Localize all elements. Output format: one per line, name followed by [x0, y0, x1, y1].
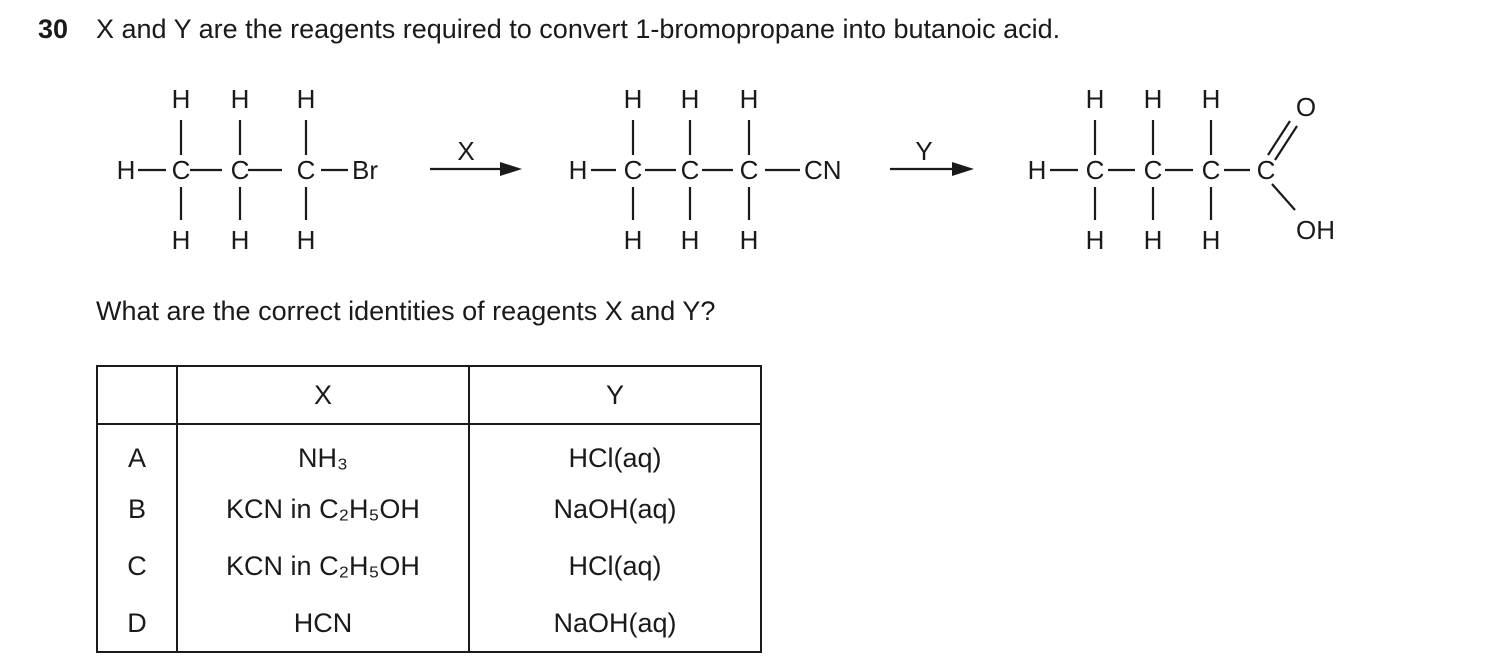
molecule-2-butanenitrile: H H H H C C C CN H H H — [569, 84, 842, 255]
header-y: Y — [468, 365, 762, 425]
atom-h: H — [1144, 84, 1163, 114]
atom-h: H — [117, 155, 136, 185]
option-row-b[interactable]: B KCN in C₂H₅OH NaOH(aq) — [96, 481, 762, 538]
group-br: Br — [352, 155, 378, 185]
arrow-x-label: X — [457, 136, 474, 166]
atom-c: C — [681, 155, 700, 185]
option-reagent-y: HCl(aq) — [468, 424, 762, 481]
arrow-x-head — [500, 162, 522, 176]
arrow-y-head — [952, 162, 974, 176]
atom-h: H — [624, 225, 643, 255]
atom-h: H — [740, 225, 759, 255]
question-stem: X and Y are the reagents required to con… — [96, 14, 1061, 44]
option-row-d[interactable]: D HCN NaOH(aq) — [96, 595, 762, 653]
atom-h: H — [681, 84, 700, 114]
option-letter: A — [96, 424, 178, 481]
atom-h: H — [231, 225, 250, 255]
atom-o: O — [1296, 92, 1316, 122]
atom-c: C — [624, 155, 643, 185]
atom-h: H — [1202, 84, 1221, 114]
group-oh: OH — [1296, 215, 1335, 245]
option-reagent-x: HCN — [176, 595, 470, 653]
atom-h: H — [740, 84, 759, 114]
atom-h: H — [172, 225, 191, 255]
atom-h: H — [297, 225, 316, 255]
option-reagent-x: NH₃ — [176, 424, 470, 481]
atom-c: C — [172, 155, 191, 185]
option-letter: D — [96, 595, 178, 653]
atom-h: H — [1028, 155, 1047, 185]
atom-c: C — [1086, 155, 1105, 185]
atom-c: C — [1144, 155, 1163, 185]
atom-c: C — [1202, 155, 1221, 185]
atom-h: H — [1144, 225, 1163, 255]
atom-c: C — [740, 155, 759, 185]
atom-c: C — [297, 155, 316, 185]
atom-h: H — [297, 84, 316, 114]
option-reagent-x: KCN in C₂H₅OH — [176, 481, 470, 538]
atom-h: H — [172, 84, 191, 114]
table-header-row: X Y — [96, 365, 762, 425]
option-row-c[interactable]: C KCN in C₂H₅OH HCl(aq) — [96, 538, 762, 595]
group-cn: CN — [804, 155, 842, 185]
atom-h: H — [681, 225, 700, 255]
arrow-y-label: Y — [915, 136, 932, 166]
atom-h: H — [624, 84, 643, 114]
atom-h: H — [569, 155, 588, 185]
option-letter: C — [96, 538, 178, 595]
atom-h: H — [1086, 225, 1105, 255]
question-number: 30 — [38, 14, 69, 44]
reaction-scheme: H H H H C C C Br H H H X H H H H C C C C… — [117, 84, 1335, 255]
question-prompt: What are the correct identities of reage… — [96, 296, 716, 326]
atom-h: H — [1202, 225, 1221, 255]
atom-c: C — [1257, 155, 1276, 185]
answer-options-table: X Y A NH₃ HCl(aq) B KCN in C₂H₅OH NaOH(a… — [96, 365, 762, 653]
option-reagent-y: NaOH(aq) — [468, 595, 762, 653]
option-row-a[interactable]: A NH₃ HCl(aq) — [96, 424, 762, 481]
atom-h: H — [231, 84, 250, 114]
header-x: X — [176, 365, 470, 425]
atom-c: C — [231, 155, 250, 185]
option-reagent-y: NaOH(aq) — [468, 481, 762, 538]
molecule-1-bromopropane: H H H H C C C Br H H H — [117, 84, 379, 255]
option-reagent-x: KCN in C₂H₅OH — [176, 538, 470, 595]
atom-h: H — [1086, 84, 1105, 114]
molecule-3-butanoic-acid: H H H H C C C C O OH H H H — [1028, 84, 1335, 255]
option-reagent-y: HCl(aq) — [468, 538, 762, 595]
option-letter: B — [96, 481, 178, 538]
header-letter — [96, 365, 178, 425]
